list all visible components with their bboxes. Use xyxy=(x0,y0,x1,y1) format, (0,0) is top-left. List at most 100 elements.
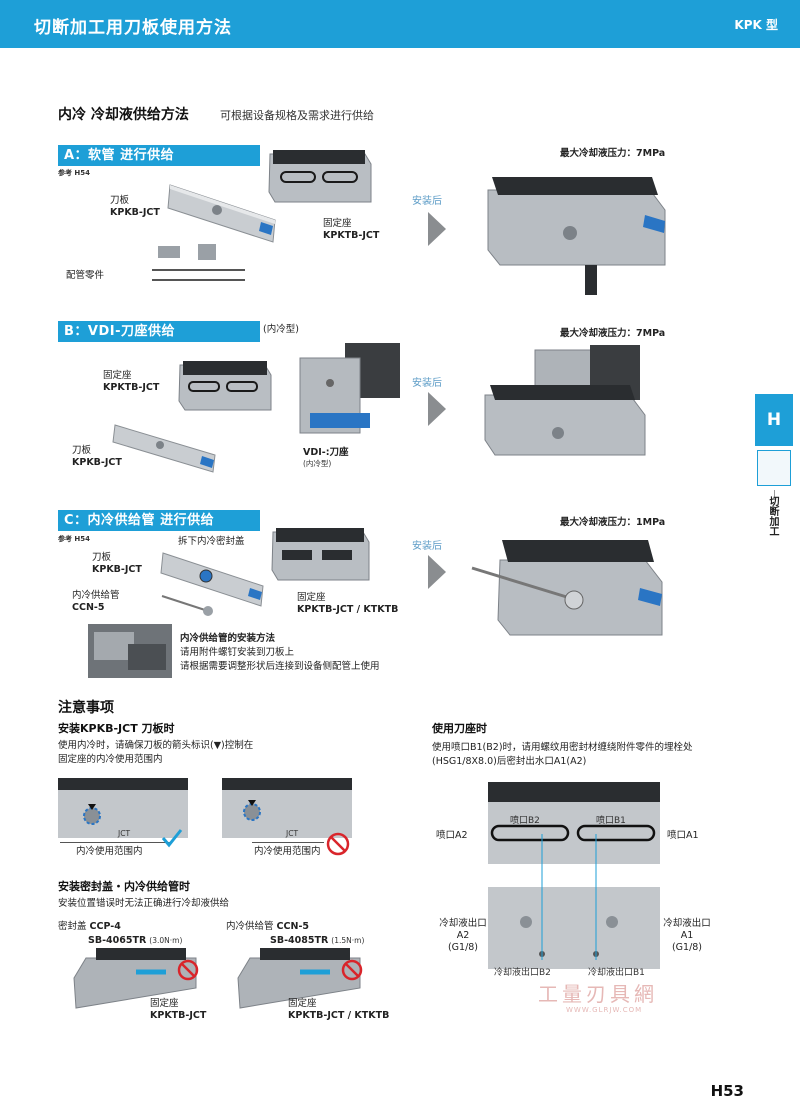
pipe-screw: SB-4085TR xyxy=(270,935,329,946)
arrow-icon xyxy=(428,212,446,246)
outlet-a1-thread: (G1/8) xyxy=(671,941,703,953)
kpkb-jct-1: JCT xyxy=(118,829,131,838)
notes-title: 注意事项 xyxy=(58,700,114,716)
c-blade-label: 刀板 xyxy=(92,552,112,563)
after-install-label-b: 安装后 xyxy=(412,378,442,389)
outlet-a1-label: 冷却液出口 xyxy=(663,918,711,929)
install-photo xyxy=(88,624,172,678)
b-holder-code: KPKTB-JCT xyxy=(103,381,160,393)
c-install-title: 内冷供给管的安装方法 xyxy=(180,633,276,644)
arrow-icon xyxy=(428,392,446,426)
section-tab-text: 切断加工 xyxy=(767,496,778,536)
section-a-ref: 参考 H54 xyxy=(58,169,91,177)
c-install-line2: 请根据需要调整形状后连接到设备侧配管上使用 xyxy=(180,660,380,672)
outlet-b2-label: 冷却液出口B2 xyxy=(494,968,551,978)
c-remove-cap: 拆下内冷密封盖 xyxy=(178,536,245,547)
cap-code: CCP-4 xyxy=(89,921,121,932)
assembled-tool-image xyxy=(471,540,663,636)
holder-note-line2: (HSG1/8X8.0)后密封出水口A1(A2) xyxy=(432,755,587,767)
check-icon xyxy=(161,829,183,848)
prohibited-icon xyxy=(326,832,350,856)
seal-note-title: 安装密封盖・内冷供给管时 xyxy=(58,880,190,893)
c-blade-code: KPKB-JCT xyxy=(92,563,142,575)
kpkb-note-line1: 使用内冷时，请确保刀板的箭头标识(▼)控制在 xyxy=(58,740,254,751)
incorrect-range-image xyxy=(222,778,352,838)
section-a-bar: A：软管 进行供给 xyxy=(58,145,260,166)
kpkb-range-label-2: 内冷使用范围内 xyxy=(254,846,321,857)
nozzle-a2-label: 喷口A2 xyxy=(436,830,468,841)
a-max-pressure: 最大冷却液压力：7MPa xyxy=(560,148,666,159)
cap-screw: SB-4065TR xyxy=(88,935,147,946)
cap-label: 密封盖 xyxy=(58,921,87,932)
b-vdi-type: (内冷型) xyxy=(303,458,332,468)
c-pipe-label: 内冷供给管 xyxy=(72,590,120,601)
a-parts-label: 配管零件 xyxy=(66,270,105,281)
pipe-code: CCN-5 xyxy=(276,921,309,932)
b-blade-code: KPKB-JCT xyxy=(72,456,122,468)
b-vdi-label: VDI-:刀座 xyxy=(303,447,349,458)
seal-cap-image xyxy=(73,948,199,1009)
seal-holder2-code: KPKTB-JCT / KTKTB xyxy=(288,1009,390,1021)
page-title: 切断加工用刀板使用方法 xyxy=(34,18,232,38)
c-holder-code: KPKTB-JCT / KTKTB xyxy=(297,603,399,615)
b-max-pressure: 最大冷却液压力：7MPa xyxy=(560,328,666,339)
holder-image xyxy=(178,361,272,411)
page-header xyxy=(0,0,800,48)
kpkb-note-title: 安装KPKB-JCT 刀板时 xyxy=(58,722,175,735)
b-holder-label: 固定座 xyxy=(103,370,132,381)
assembled-tool-image xyxy=(484,345,646,456)
holder-image xyxy=(271,528,370,581)
cutting-tool-icon xyxy=(757,450,791,486)
c-max-pressure: 最大冷却液压力：1MPa xyxy=(560,517,666,528)
section-tab-letter: H xyxy=(755,394,793,446)
seal-holder2-label: 固定座 xyxy=(288,998,317,1009)
kpkb-jct-2: JCT xyxy=(286,829,299,838)
coolant-pipe-install-image xyxy=(237,948,363,1009)
holder-nozzle-diagram xyxy=(488,782,660,969)
coolant-pipe-image xyxy=(161,595,213,616)
outlet-a2-label: 冷却液出口 xyxy=(439,918,487,929)
outlet-a2-thread: (G1/8) xyxy=(447,941,479,953)
c-holder-label: 固定座 xyxy=(297,592,326,603)
c-pipe-code: CCN-5 xyxy=(72,601,105,613)
nozzle-b2-label: 喷口B2 xyxy=(510,816,540,826)
section-b-bar: B：VDI-刀座供给 xyxy=(58,321,260,342)
holder-note-line1: 使用喷口B1(B2)时，请用螺纹用密封材缠绕附件零件的埋栓处 xyxy=(432,742,693,753)
kpkb-note-line2: 固定座的内冷使用范围内 xyxy=(58,753,163,765)
holder-note-title: 使用刀座时 xyxy=(432,722,487,735)
cap-torque: (3.0N·m) xyxy=(149,936,183,945)
seal-holder1-code: KPKTB-JCT xyxy=(150,1009,207,1021)
blade-image xyxy=(167,184,276,243)
nozzle-a1-label: 喷口A1 xyxy=(667,830,699,841)
kpkb-range-label-1: 内冷使用范围内 xyxy=(76,846,143,857)
a-holder-label: 固定座 xyxy=(323,218,352,229)
pipe-torque: (1.5N·m) xyxy=(331,936,365,945)
section-c-bar: C：内冷供给管 进行供给 xyxy=(58,510,260,531)
page-number: H53 xyxy=(710,1082,744,1100)
a-holder-code: KPKTB-JCT xyxy=(323,229,380,241)
piping-parts-image xyxy=(152,244,245,281)
coolant-section-title: 内冷 冷却液供给方法 xyxy=(58,107,189,123)
c-install-line1: 请用附件螺钉安装到刀板上 xyxy=(180,646,295,658)
section-b-note: (内冷型) xyxy=(263,324,299,335)
a-blade-label: 刀板 xyxy=(110,195,130,206)
seal-holder1-label: 固定座 xyxy=(150,998,179,1009)
series-label: KPK 型 xyxy=(734,18,778,32)
arrow-icon xyxy=(428,555,446,589)
outlet-b1-label: 冷却液出口B1 xyxy=(588,968,645,978)
watermark-url: WWW.GLRJW.COM xyxy=(566,1006,643,1014)
coolant-section-subtitle: 可根据设备规格及需求进行供给 xyxy=(220,109,374,122)
outlet-a2-code: A2 xyxy=(456,929,470,941)
watermark-text: 工量刃具網 xyxy=(538,982,658,1006)
blade-image xyxy=(112,424,216,473)
section-c-ref: 参考 H54 xyxy=(58,535,91,543)
after-install-label-a: 安装后 xyxy=(412,196,442,207)
nozzle-b1-label: 喷口B1 xyxy=(596,816,626,826)
b-blade-label: 刀板 xyxy=(72,445,92,456)
blade-image xyxy=(160,552,264,607)
correct-range-image xyxy=(58,778,188,838)
a-blade-code: KPKB-JCT xyxy=(110,206,160,218)
assembled-tool-image xyxy=(487,177,666,295)
outlet-a1-code: A1 xyxy=(680,929,694,941)
pipe-label: 内冷供给管 xyxy=(226,921,274,932)
